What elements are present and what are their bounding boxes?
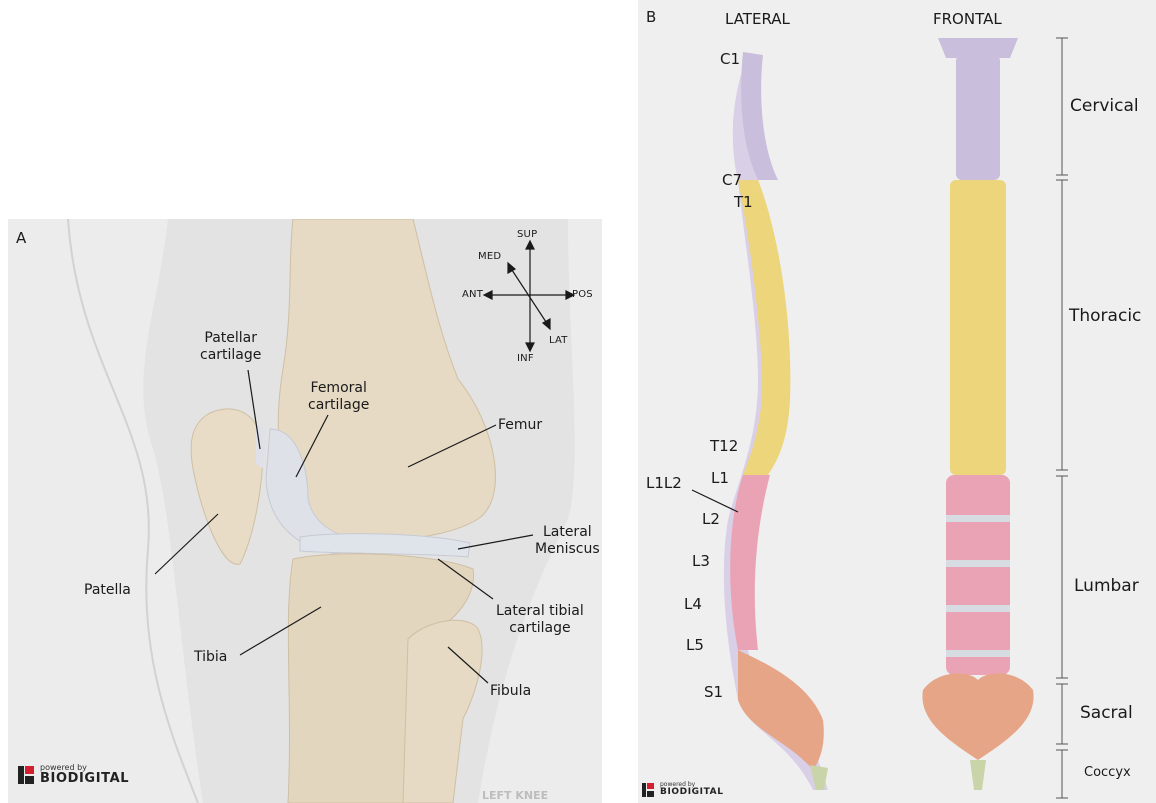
compass-ant: ANT bbox=[462, 289, 483, 300]
label-l5: L5 bbox=[686, 636, 704, 654]
compass-inf: INF bbox=[517, 353, 534, 364]
label-s1: S1 bbox=[704, 683, 723, 701]
biodigital-logo-icon bbox=[18, 766, 34, 784]
region-brackets bbox=[1056, 38, 1068, 798]
label-l1: L1 bbox=[711, 469, 729, 487]
view-lateral: LATERAL bbox=[725, 10, 790, 28]
label-c7: C7 bbox=[722, 171, 742, 189]
l1l2-leader bbox=[692, 490, 738, 512]
region-cervical: Cervical bbox=[1070, 96, 1139, 116]
lateral-sacrum bbox=[738, 650, 824, 770]
panel-a-letter: A bbox=[16, 229, 26, 247]
label-femoral-cartilage: Femoral cartilage bbox=[308, 380, 369, 414]
label-lateral-meniscus: Lateral Meniscus bbox=[535, 524, 600, 558]
region-lumbar: Lumbar bbox=[1074, 576, 1139, 596]
frontal-sacrum bbox=[922, 673, 1033, 760]
frontal-thoracic bbox=[950, 180, 1006, 475]
frontal-coccyx bbox=[970, 760, 986, 790]
compass-med: MED bbox=[478, 251, 501, 262]
biodigital-logo-icon bbox=[642, 783, 654, 797]
knee-illustration bbox=[8, 219, 602, 803]
label-l3: L3 bbox=[692, 552, 710, 570]
compass-pos: POS bbox=[572, 289, 593, 300]
label-lateral-tibial-cartilage: Lateral tibial cartilage bbox=[496, 603, 584, 637]
label-t12: T12 bbox=[710, 437, 738, 455]
label-fibula: Fibula bbox=[490, 683, 531, 700]
label-patella: Patella bbox=[84, 582, 131, 599]
logo-biodigital: BIODIGITAL bbox=[660, 788, 724, 797]
label-l1l2: L1L2 bbox=[646, 474, 682, 492]
label-l2: L2 bbox=[702, 510, 720, 528]
label-c1: C1 bbox=[720, 50, 740, 68]
logo-biodigital: BIODIGITAL bbox=[40, 772, 129, 785]
spine-panel: B LATERAL FRONTAL C1 C7 T1 T12 L1L2 L1 L… bbox=[638, 0, 1156, 803]
panel-b-letter: B bbox=[646, 8, 656, 26]
region-coccyx: Coccyx bbox=[1084, 765, 1131, 780]
label-l4: L4 bbox=[684, 595, 702, 613]
compass-sup: SUP bbox=[517, 229, 537, 240]
biodigital-logo-b: powered by BIODIGITAL bbox=[642, 782, 724, 797]
label-patellar-cartilage: Patellar cartilage bbox=[200, 330, 261, 364]
region-sacral: Sacral bbox=[1080, 703, 1133, 723]
view-frontal: FRONTAL bbox=[933, 10, 1002, 28]
label-t1: T1 bbox=[734, 193, 753, 211]
view-caption: LEFT KNEE bbox=[482, 787, 548, 803]
frontal-cervical bbox=[956, 55, 1000, 180]
biodigital-logo-a: powered by BIODIGITAL bbox=[18, 764, 129, 785]
frontal-spine bbox=[922, 38, 1033, 790]
lateral-spine bbox=[724, 52, 828, 790]
region-thoracic: Thoracic bbox=[1069, 306, 1141, 326]
label-femur: Femur bbox=[498, 417, 542, 434]
label-tibia: Tibia bbox=[194, 649, 227, 666]
compass-lat: LAT bbox=[549, 335, 568, 346]
knee-panel: A SUP MED ANT POS LAT INF Patellar carti… bbox=[8, 219, 602, 803]
frontal-lumbar bbox=[946, 475, 1010, 675]
